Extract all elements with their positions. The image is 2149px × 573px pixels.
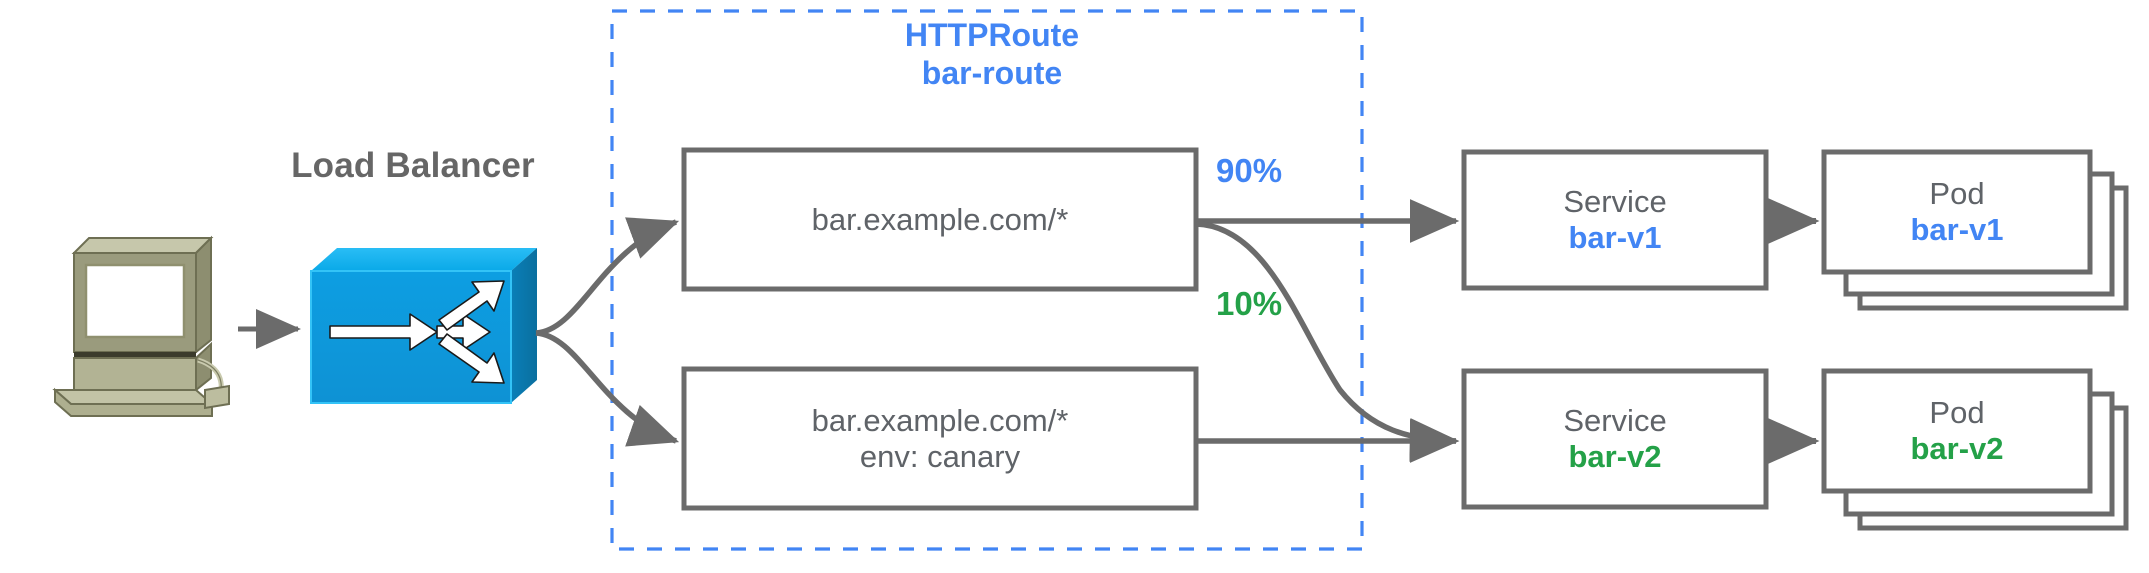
- pod-bar-v2-kind: Pod: [1929, 395, 1985, 430]
- service-bar-v2-name: bar-v2: [1568, 439, 1662, 474]
- weight-label-10: 10%: [1216, 285, 1283, 322]
- service-bar-v1-name: bar-v1: [1568, 220, 1662, 255]
- arrow-lb-to-rule-primary: [535, 217, 680, 336]
- httproute-kind-label: HTTPRoute: [904, 17, 1080, 53]
- rule-canary-line-1: bar.example.com/*: [811, 402, 1069, 438]
- service-bar-v1-kind: Service: [1563, 184, 1667, 219]
- arrow-lb-to-rule-canary: [535, 330, 680, 447]
- load-balancer-label: Load Balancer: [291, 146, 535, 185]
- pod-stack-bar-v1: [1821, 149, 2129, 311]
- httproute-name-label: bar-route: [921, 54, 1063, 91]
- rule-primary-line-1: bar.example.com/*: [811, 201, 1069, 237]
- pod-bar-v1-name: bar-v1: [1910, 212, 2004, 247]
- weight-label-90: 90%: [1216, 152, 1283, 189]
- service-bar-v1-text: Service bar-v1: [1464, 152, 1766, 288]
- rule-box-canary: [681, 366, 1199, 511]
- service-box-bar-v1: [1461, 149, 1769, 291]
- httproute-boundary: [610, 9, 1364, 551]
- rule-primary-text: bar.example.com/*: [684, 150, 1196, 289]
- pod-bar-v2-name: bar-v2: [1910, 431, 2004, 466]
- service-bar-v2-text: Service bar-v2: [1464, 371, 1766, 507]
- edge-10-to-service-v2: [1195, 221, 1460, 462]
- rule-canary-text: bar.example.com/* env: canary: [684, 369, 1196, 508]
- pod-bar-v1-kind: Pod: [1929, 176, 1985, 211]
- service-bar-v2-kind: Service: [1563, 403, 1667, 438]
- rule-canary-line-2: env: canary: [859, 438, 1021, 474]
- rule-box-primary: [681, 147, 1199, 292]
- pod-stack-bar-v2: [1821, 368, 2129, 531]
- pod-bar-v1-text: Pod bar-v1: [1824, 152, 2090, 272]
- desktop-computer-icon: [52, 235, 230, 417]
- pod-bar-v2-text: Pod bar-v2: [1824, 371, 2090, 491]
- httproute-title: HTTPRoute bar-route: [842, 17, 1142, 93]
- load-balancer-3d-box-icon: [310, 248, 537, 404]
